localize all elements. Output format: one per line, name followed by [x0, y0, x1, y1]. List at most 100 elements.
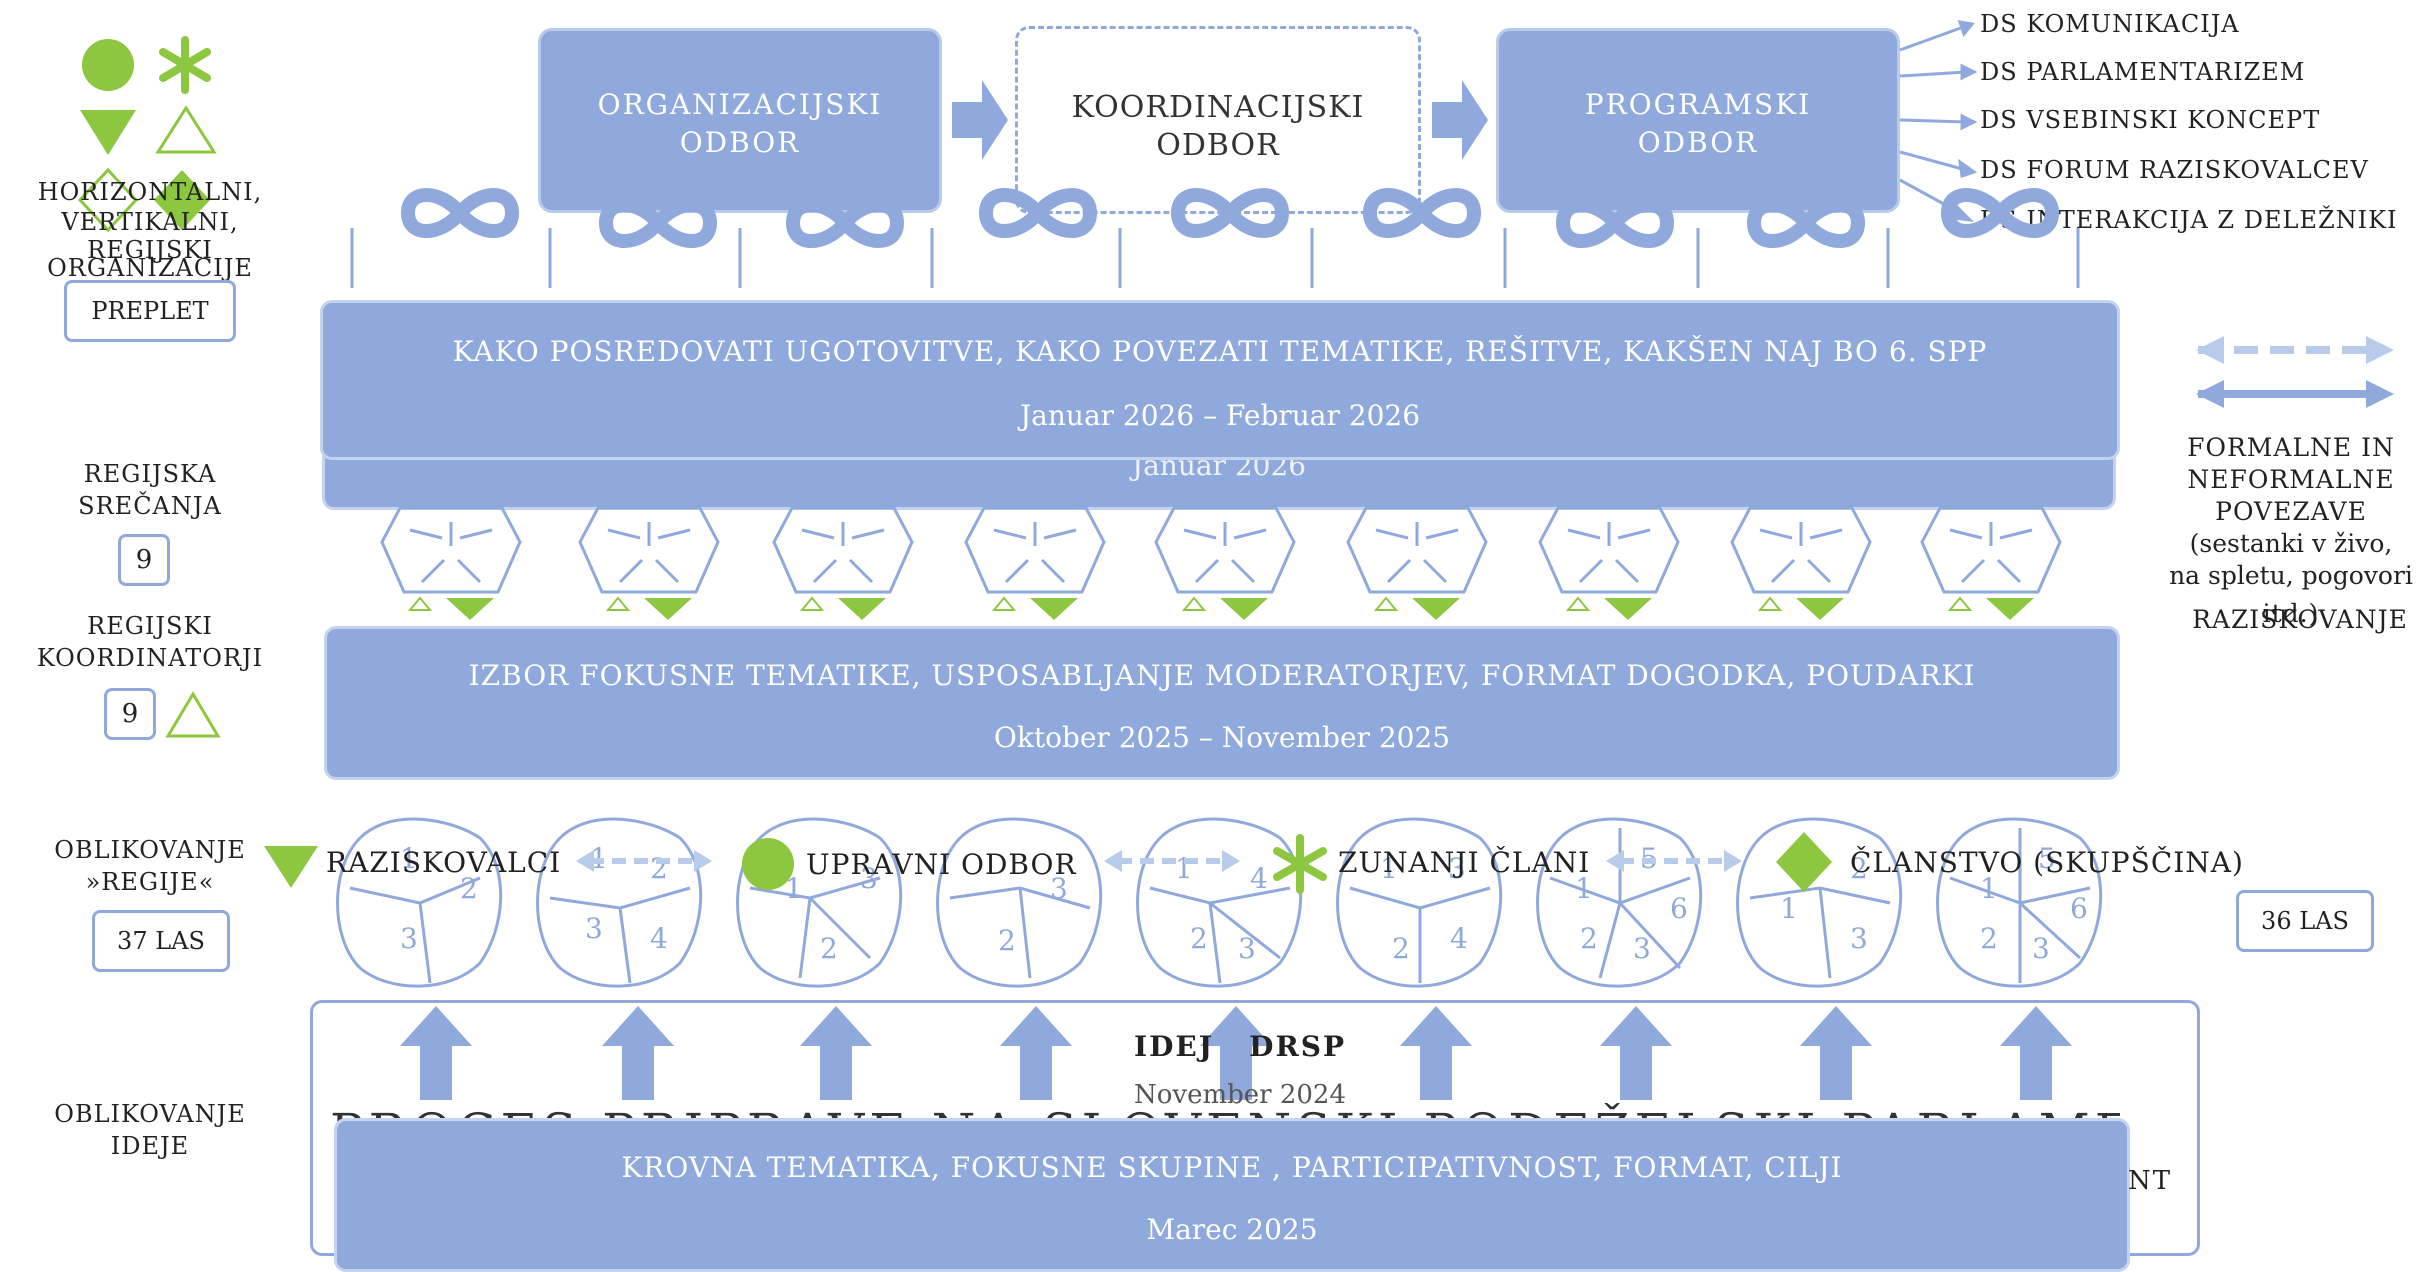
oblikovanje-ideje-label: OBLIKOVANJE IDEJE	[20, 1098, 280, 1162]
legend-upravni-odbor: UPRAVNI ODBOR	[806, 848, 1077, 881]
oblikovanje-regije-label: OBLIKOVANJE »REGIJE«	[20, 834, 280, 898]
arrow-up-icon	[400, 1006, 472, 1100]
band-title: IZBOR FOKUSNE TEMATIKE, USPOSABLJANJE MO…	[468, 659, 1976, 692]
arrow-up-icon	[1200, 1006, 1272, 1100]
ds-item: DS PARLAMENTARIZEM	[1980, 58, 2306, 86]
dashed-double-arrow-icon	[1606, 850, 1742, 872]
hexagon-icon	[1538, 506, 1680, 594]
svg-text:3: 3	[1448, 852, 1466, 885]
programski-odbor-label: PROGRAMSKI ODBOR	[1584, 88, 1812, 159]
triangle-up-outline-icon	[165, 691, 221, 738]
region-blob	[336, 817, 503, 988]
circle-icon	[82, 39, 134, 91]
svg-text:3: 3	[2032, 932, 2050, 965]
left-label-line: VERTIKALNI,	[61, 208, 239, 236]
arrow-up-icon	[1400, 1006, 1472, 1100]
band-izbor-fokusne: IZBOR FOKUSNE TEMATIKE, USPOSABLJANJE MO…	[324, 626, 2120, 780]
band-krovna-tematika: KROVNA TEMATIKA, FOKUSNE SKUPINE , PARTI…	[334, 1118, 2130, 1272]
hexagon-icon	[1730, 506, 1872, 594]
organizacijski-odbor-box: ORGANIZACIJSKI ODBOR	[538, 28, 942, 213]
programski-odbor-box: PROGRAMSKI ODBOR	[1496, 28, 1900, 213]
svg-text:3: 3	[400, 922, 418, 955]
formalne-label: FORMALNE IN NEFORMALNE POVEZAVE (sestank…	[2156, 432, 2426, 592]
infinity-icon	[1555, 198, 1675, 248]
svg-text:3: 3	[1050, 872, 1068, 905]
ds-arrows	[1899, 20, 1978, 223]
arrow-up-icon	[602, 1006, 674, 1100]
nt-fragment: NT	[2128, 1166, 2173, 1196]
diamond-icon	[154, 170, 210, 230]
region-blob	[736, 817, 903, 988]
infinity-icon	[785, 198, 905, 248]
svg-text:6: 6	[1670, 892, 1688, 925]
svg-text:3: 3	[1850, 922, 1868, 955]
svg-text:3: 3	[585, 912, 603, 945]
organizacijski-odbor-label: ORGANIZACIJSKI ODBOR	[597, 88, 883, 159]
asterisk-icon	[1273, 834, 1327, 894]
up-arrows-row	[400, 1006, 2072, 1100]
left-label-line: ORGANIZACIJE	[47, 254, 253, 282]
svg-text:2: 2	[1980, 922, 1998, 955]
left-label-regijski: REGIJSKI	[20, 234, 280, 266]
diamond-outline-icon	[77, 167, 139, 233]
infinity-icon	[1746, 198, 1866, 248]
ds-item: DS KOMUNIKACIJA	[1980, 10, 2240, 38]
triangle-down-icon	[80, 110, 136, 155]
svg-text:1: 1	[400, 842, 418, 875]
formalne-line: FORMALNE IN	[2187, 433, 2395, 462]
svg-text:1: 1	[1380, 852, 1398, 885]
formalne-line: NEFORMALNE	[2187, 465, 2395, 494]
label-line: OBLIKOVANJE	[54, 1100, 246, 1128]
band-date: Oktober 2025 – November 2025	[993, 721, 1451, 754]
infinity-icon	[598, 198, 718, 248]
preplet-tag: PREPLET	[64, 280, 236, 342]
label-line: OBLIKOVANJE	[54, 836, 246, 864]
asterisk-icon	[159, 36, 211, 94]
arrow-up-icon	[1800, 1006, 1872, 1100]
triangle-up-outline-icon	[155, 105, 217, 154]
left-label-line: HORIZONTALNI,	[37, 178, 263, 206]
formalne-line: (sestanki v živo,	[2189, 529, 2393, 558]
svg-text:6: 6	[2070, 892, 2088, 925]
arrow-up-icon	[1000, 1006, 1072, 1100]
arrow-right-icon	[1432, 80, 1488, 160]
infinity-icon	[1362, 188, 1482, 238]
svg-text:1: 1	[1780, 892, 1798, 925]
region-blob	[936, 817, 1103, 988]
band-date: Marec 2025	[1146, 1213, 1318, 1246]
svg-text:2: 2	[1190, 922, 1208, 955]
region-blob	[1936, 817, 2103, 988]
band-kako-posredovati: KAKO POSREDOVATI UGOTOVITVE, KAKO POVEZA…	[320, 300, 2120, 460]
hexagon-icon	[578, 506, 720, 594]
las-left-tag: 37 LAS	[92, 910, 230, 972]
svg-text:2: 2	[998, 924, 1016, 957]
dashed-double-arrow-icon	[1104, 850, 1240, 872]
circle-icon	[742, 838, 794, 890]
svg-text:3: 3	[1238, 932, 1256, 965]
ds-item: DS VSEBINSKI KONCEPT	[1980, 106, 2321, 134]
left-label-horizontalni: HORIZONTALNI,	[20, 176, 280, 208]
regijska-srecanja-label: REGIJSKA SREČANJA	[20, 458, 280, 522]
label-line: SREČANJA	[78, 492, 222, 520]
legend-raziskovalci: RAZISKOVALCI	[326, 846, 562, 879]
hexagon-icon	[1154, 506, 1296, 594]
ds-item: DS FORUM RAZISKOVALCEV	[1980, 156, 2369, 184]
svg-text:4: 4	[1250, 862, 1268, 895]
svg-text:2: 2	[1580, 922, 1598, 955]
triangle-down-icon	[264, 846, 318, 888]
arrow-up-icon	[1600, 1006, 1672, 1100]
regijski-koordinatorji-label: REGIJSKI KOORDINATORJI	[20, 610, 280, 674]
left-label-line: REGIJSKI	[87, 236, 213, 264]
hexagon-row	[380, 506, 2062, 620]
region-blob	[536, 817, 703, 988]
hexagon-icon	[964, 506, 1106, 594]
infinity-icon	[1940, 188, 2060, 238]
svg-text:3: 3	[1633, 932, 1651, 965]
svg-text:4: 4	[650, 922, 668, 955]
band-date: Januar 2026 – Februar 2026	[1019, 399, 1421, 432]
svg-text:1: 1	[785, 872, 803, 905]
svg-text:4: 4	[1450, 922, 1468, 955]
band-title: KROVNA TEMATIKA, FOKUSNE SKUPINE , PARTI…	[621, 1151, 1843, 1184]
svg-text:2: 2	[460, 872, 478, 905]
